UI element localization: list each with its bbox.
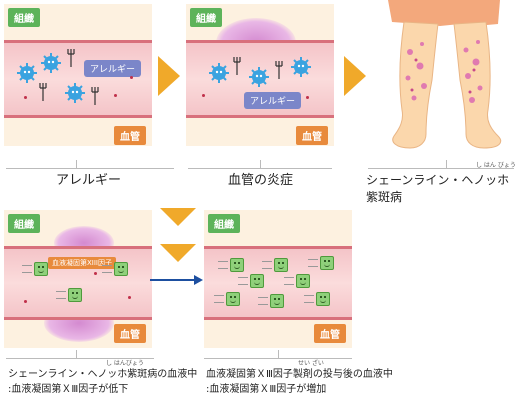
factor-xiii-icon [34,262,48,276]
allergen-icon [249,67,269,87]
caption-bottom-left-1: シェーンライン・ヘノッホ紫斑病の血液中 [8,369,198,380]
vessel-label: 血管 [314,324,346,343]
caption-bottom-right-ruby: せい ざい [298,360,324,367]
tissue-label: 組織 [8,8,40,27]
panel-allergy: 組織 アレルギー 血管 [4,4,152,146]
allergen-icon [209,63,229,83]
caption-hsp: シェーンライン・ヘノッホ紫斑病 [366,173,510,204]
caption-hsp-ruby: し はん びょう [476,162,516,169]
factor-xiii-icon [250,274,264,288]
caption-bottom-right-1: 血液凝固第ＸⅢ因子製剤の投与後の血液中 [206,369,393,380]
allergen-icon [17,63,37,83]
factor-xiii-icon [296,274,310,288]
caption-allergy: アレルギー [56,173,122,188]
allergen-icon [291,57,311,77]
down-arrow [160,208,196,226]
factor-xiii-icon [274,258,288,272]
tissue-label: 組織 [208,214,240,233]
factor-xiii-icon [320,256,334,270]
caption-bottom-right-2: :血液凝固第ＸⅢ因子が増加 [206,384,327,395]
next-arrow [344,56,366,96]
allergy-label: アレルギー [84,60,142,77]
factor-xiii-icon [270,294,284,308]
tissue-label: 組織 [190,8,222,27]
caption-vasculitis: 血管の炎症 [228,173,294,188]
down-arrow [160,244,196,262]
factor-xiii-icon [226,292,240,306]
allergen-icon [41,53,61,73]
vessel-label: 血管 [114,324,146,343]
transition-arrow [150,275,203,285]
allergen-icon [65,83,85,103]
fork-icon [233,57,241,75]
fork-icon [67,49,75,67]
factor-xiii-icon [114,262,128,276]
panel-hsp-blood: 組織 血液凝固第XIII因子 血管 [4,210,152,348]
vessel-label: 血管 [114,126,146,145]
allergy-label: アレルギー [244,92,302,109]
factor-xiii-icon [316,292,330,306]
fork-icon [91,87,99,105]
caption-bottom-left-ruby: し はんびょう [106,360,144,367]
caption-bottom-left-2: :血液凝固第ＸⅢ因子が低下 [8,384,129,395]
panel-vasculitis: 組織 アレルギー 血管 [186,4,334,146]
factor-xiii-label: 血液凝固第XIII因子 [48,257,116,269]
next-arrow [158,56,180,96]
legs-illustration [380,0,516,150]
tissue-label: 組織 [8,214,40,233]
factor-xiii-icon [68,288,82,302]
vessel-label: 血管 [296,126,328,145]
fork-icon [39,83,47,101]
panel-after-factor-xiii: 組織 血管 [204,210,352,348]
factor-xiii-icon [230,258,244,272]
fork-icon [275,61,283,79]
